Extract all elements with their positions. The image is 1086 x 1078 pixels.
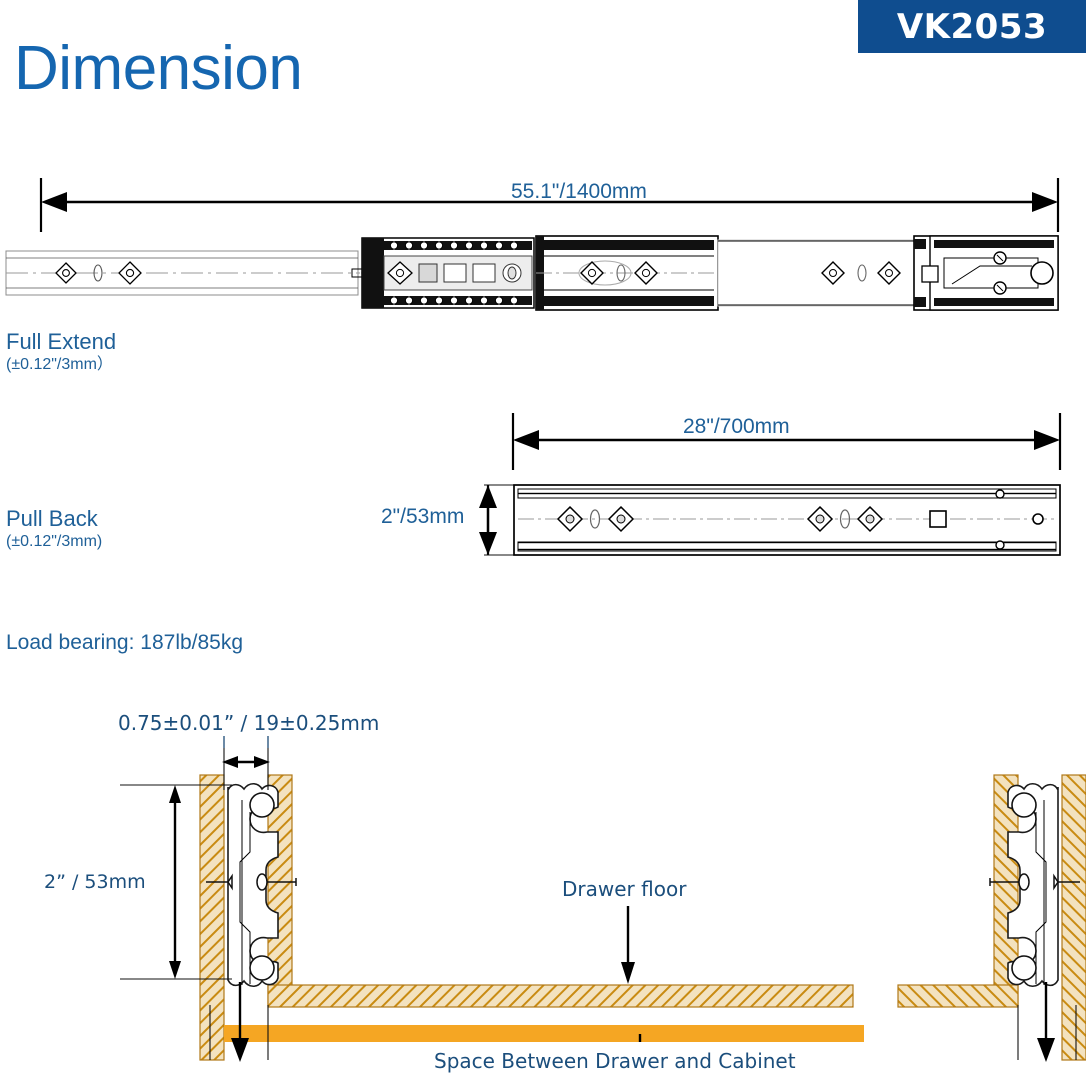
load-bearing-label: Load bearing: 187lb/85kg	[6, 631, 244, 654]
page-title: Dimension	[14, 34, 303, 103]
drawer-floor-leader	[621, 906, 635, 984]
pull-back-title: Pull Back	[6, 506, 98, 531]
space-arrow-right	[1017, 982, 1077, 1062]
pull-back-height-dimension	[479, 484, 520, 556]
part-number-text: VK2053	[896, 6, 1048, 47]
drawer-floor-label: Drawer floor	[562, 877, 687, 901]
cross-section-height-dimension	[120, 784, 232, 980]
cross-section-left	[120, 736, 864, 1062]
cross-section-right	[897, 774, 1086, 1062]
cross-section-height-label: 2” / 53mm	[44, 871, 146, 893]
pull-back-dimension-label: 28"/700mm	[683, 415, 790, 438]
pull-back-dimension-line	[511, 413, 1062, 470]
pull-back-height-label: 2"/53mm	[381, 505, 465, 528]
cross-section-width-dimension	[222, 736, 270, 790]
pull-back-tolerance: (±0.12"/3mm)	[6, 533, 103, 550]
full-extend-dimension-label: 55.1"/1400mm	[511, 180, 647, 203]
pull-back-rail	[513, 484, 1061, 556]
space-between-label: Space Between Drawer and Cabinet	[434, 1049, 796, 1073]
full-extend-title: Full Extend	[6, 329, 117, 354]
full-extend-tolerance: (±0.12"/3mm）	[6, 356, 113, 373]
full-extend-dimension-line	[39, 178, 1060, 232]
slide-rail-profile-left	[206, 782, 297, 988]
cross-section-width-label: 0.75±0.01” / 19±0.25mm	[118, 711, 380, 735]
part-number-badge: VK2053	[858, 0, 1086, 53]
space-arrow-left	[209, 982, 269, 1062]
slide-rail-profile-right	[989, 782, 1080, 988]
full-extend-rail-assembly	[5, 235, 1059, 311]
